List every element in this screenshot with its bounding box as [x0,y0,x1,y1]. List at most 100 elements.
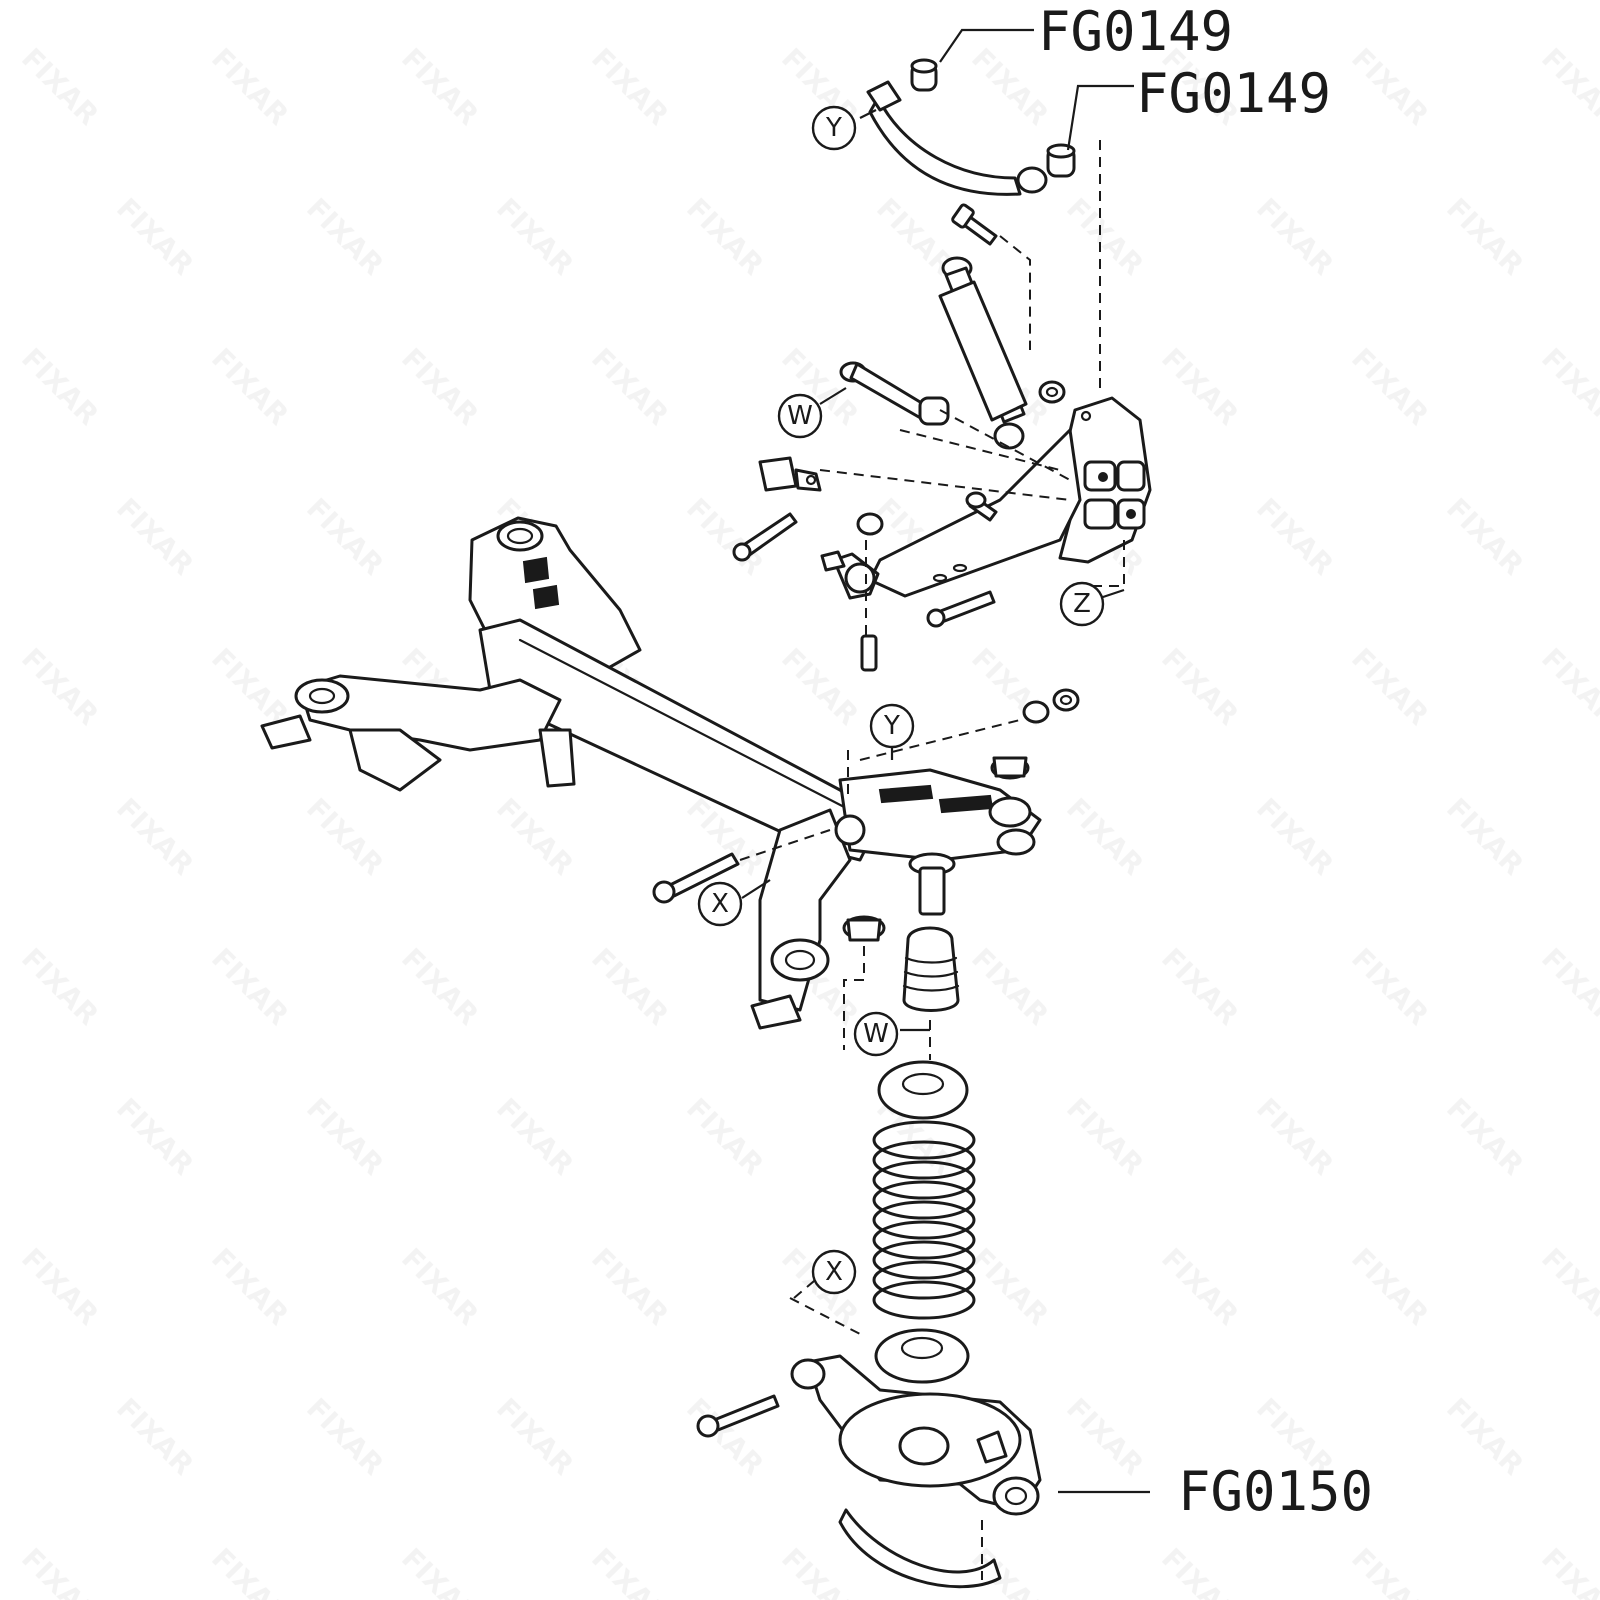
callout-label: Y [883,711,900,741]
bump-cap [990,756,1030,780]
watermark-logo: FIXAR [395,342,485,432]
ball-joint-stud [908,852,956,916]
bump-stop [902,926,960,1012]
watermark-logo: FIXAR [300,492,390,582]
watermark-logo: FIXAR [205,942,295,1032]
watermark-logo: FIXAR [205,1242,295,1332]
watermark-logo: FIXAR [965,1242,1055,1332]
watermark-logo: FIXAR [585,42,675,132]
coil-spring [872,1120,976,1320]
watermark-logo: FIXAR [1345,1542,1435,1600]
watermark-logo: FIXAR [300,1392,390,1482]
knuckle-assembly [868,396,1152,598]
watermark-logo: FIXAR [1440,1092,1530,1182]
watermark-logo: FIXAR [1345,1242,1435,1332]
part-number-fg0150: FG0150 [1178,1460,1373,1523]
watermark-logo: FIXAR [1535,642,1600,732]
watermark-logo: FIXAR [1250,1092,1340,1182]
callout-label: Z [1073,589,1091,619]
lower-control-arm [790,1354,1042,1516]
callout-w-mid: W [777,393,823,439]
shock-absorber [938,256,1028,450]
callout-x-low: X [811,1249,857,1295]
watermark-logo: FIXAR [490,1092,580,1182]
cam-bushing [820,512,884,672]
watermark-logo: FIXAR [110,1392,200,1482]
bolt-knuckle-low [926,590,996,628]
watermark-logo: FIXAR [585,942,675,1032]
watermark-logo: FIXAR [1250,192,1340,282]
watermark-logo: FIXAR [1060,792,1150,882]
upper-control-arm [866,80,1048,196]
watermark-logo: FIXAR [1345,342,1435,432]
washer-nut-pair [1022,688,1080,724]
bolt-subframe [652,852,740,904]
callout-label: X [711,889,729,919]
watermark-logo: FIXAR [110,1092,200,1182]
watermark-logo: FIXAR [395,1542,485,1600]
callout-label: Y [825,113,842,143]
watermark-logo: FIXAR [1535,1242,1600,1332]
spring-seat-upper [877,1060,969,1120]
watermark-logo: FIXAR [585,342,675,432]
bushing-top-b [1046,143,1076,178]
spring-coil [872,1240,976,1280]
watermark-logo: FIXAR [395,42,485,132]
watermark-logo: FIXAR [585,1542,675,1600]
watermark-logo: FIXAR [1535,42,1600,132]
watermark-logo: FIXAR [1060,1392,1150,1482]
spring-coil [872,1200,976,1240]
bolt-upper [951,203,998,246]
callout-label: W [787,401,813,431]
callout-y-top: Y [811,105,857,151]
watermark-logo: FIXAR [1440,1392,1530,1482]
callout-label: X [825,1257,843,1287]
callout-z-right: Z [1059,581,1105,627]
callout-y-mid: Y [869,703,915,749]
watermark-logo: FIXAR [15,42,105,132]
watermark-logo: FIXAR [680,1092,770,1182]
watermark-logo: FIXAR [205,42,295,132]
watermark-logo: FIXAR [1535,942,1600,1032]
watermark-logo: FIXAR [1535,1542,1600,1600]
watermark-logo: FIXAR [110,192,200,282]
watermark-logo: FIXAR [1535,342,1600,432]
callout-label: W [863,1019,889,1049]
watermark-logo: FIXAR [965,942,1055,1032]
watermark-logo: FIXAR [1440,792,1530,882]
stabilizer-plate [838,1508,1002,1589]
watermark-logo: FIXAR [300,1092,390,1182]
watermark-logo: FIXAR [205,1542,295,1600]
watermark-logo: FIXAR [15,942,105,1032]
watermark-logo: FIXAR [15,1542,105,1600]
spring-seat-lower [874,1328,970,1384]
nut-right [1038,380,1066,404]
watermark-logo: FIXAR [1155,1242,1245,1332]
watermark-logo: FIXAR [1155,1542,1245,1600]
watermark-logo: FIXAR [1250,492,1340,582]
mount-cap-lower [842,915,886,942]
watermark-logo: FIXAR [205,642,295,732]
watermark-logo: FIXAR [490,792,580,882]
watermark-logo: FIXAR [15,1242,105,1332]
callout-w-low: W [853,1011,899,1057]
lateral-link-w [839,361,950,426]
watermark-logo: FIXAR [1345,942,1435,1032]
spring-coil [872,1260,976,1300]
watermark-logo: FIXAR [1345,642,1435,732]
watermark-logo: FIXAR [490,192,580,282]
bushing-top-a [910,58,938,92]
watermark-logo: FIXAR [585,1242,675,1332]
watermark-logo: FIXAR [15,642,105,732]
spring-coil [872,1140,976,1180]
watermark-logo: FIXAR [775,642,865,732]
watermark-logo: FIXAR [1060,1092,1150,1182]
watermark-logo: FIXAR [1440,492,1530,582]
rear-subframe [260,516,1042,1030]
watermark-logo: FIXAR [205,342,295,432]
spring-coil [872,1280,976,1320]
bolt-lower-arm [696,1394,780,1438]
callout-x-mid: X [697,881,743,927]
watermark-logo: FIXAR [1155,942,1245,1032]
